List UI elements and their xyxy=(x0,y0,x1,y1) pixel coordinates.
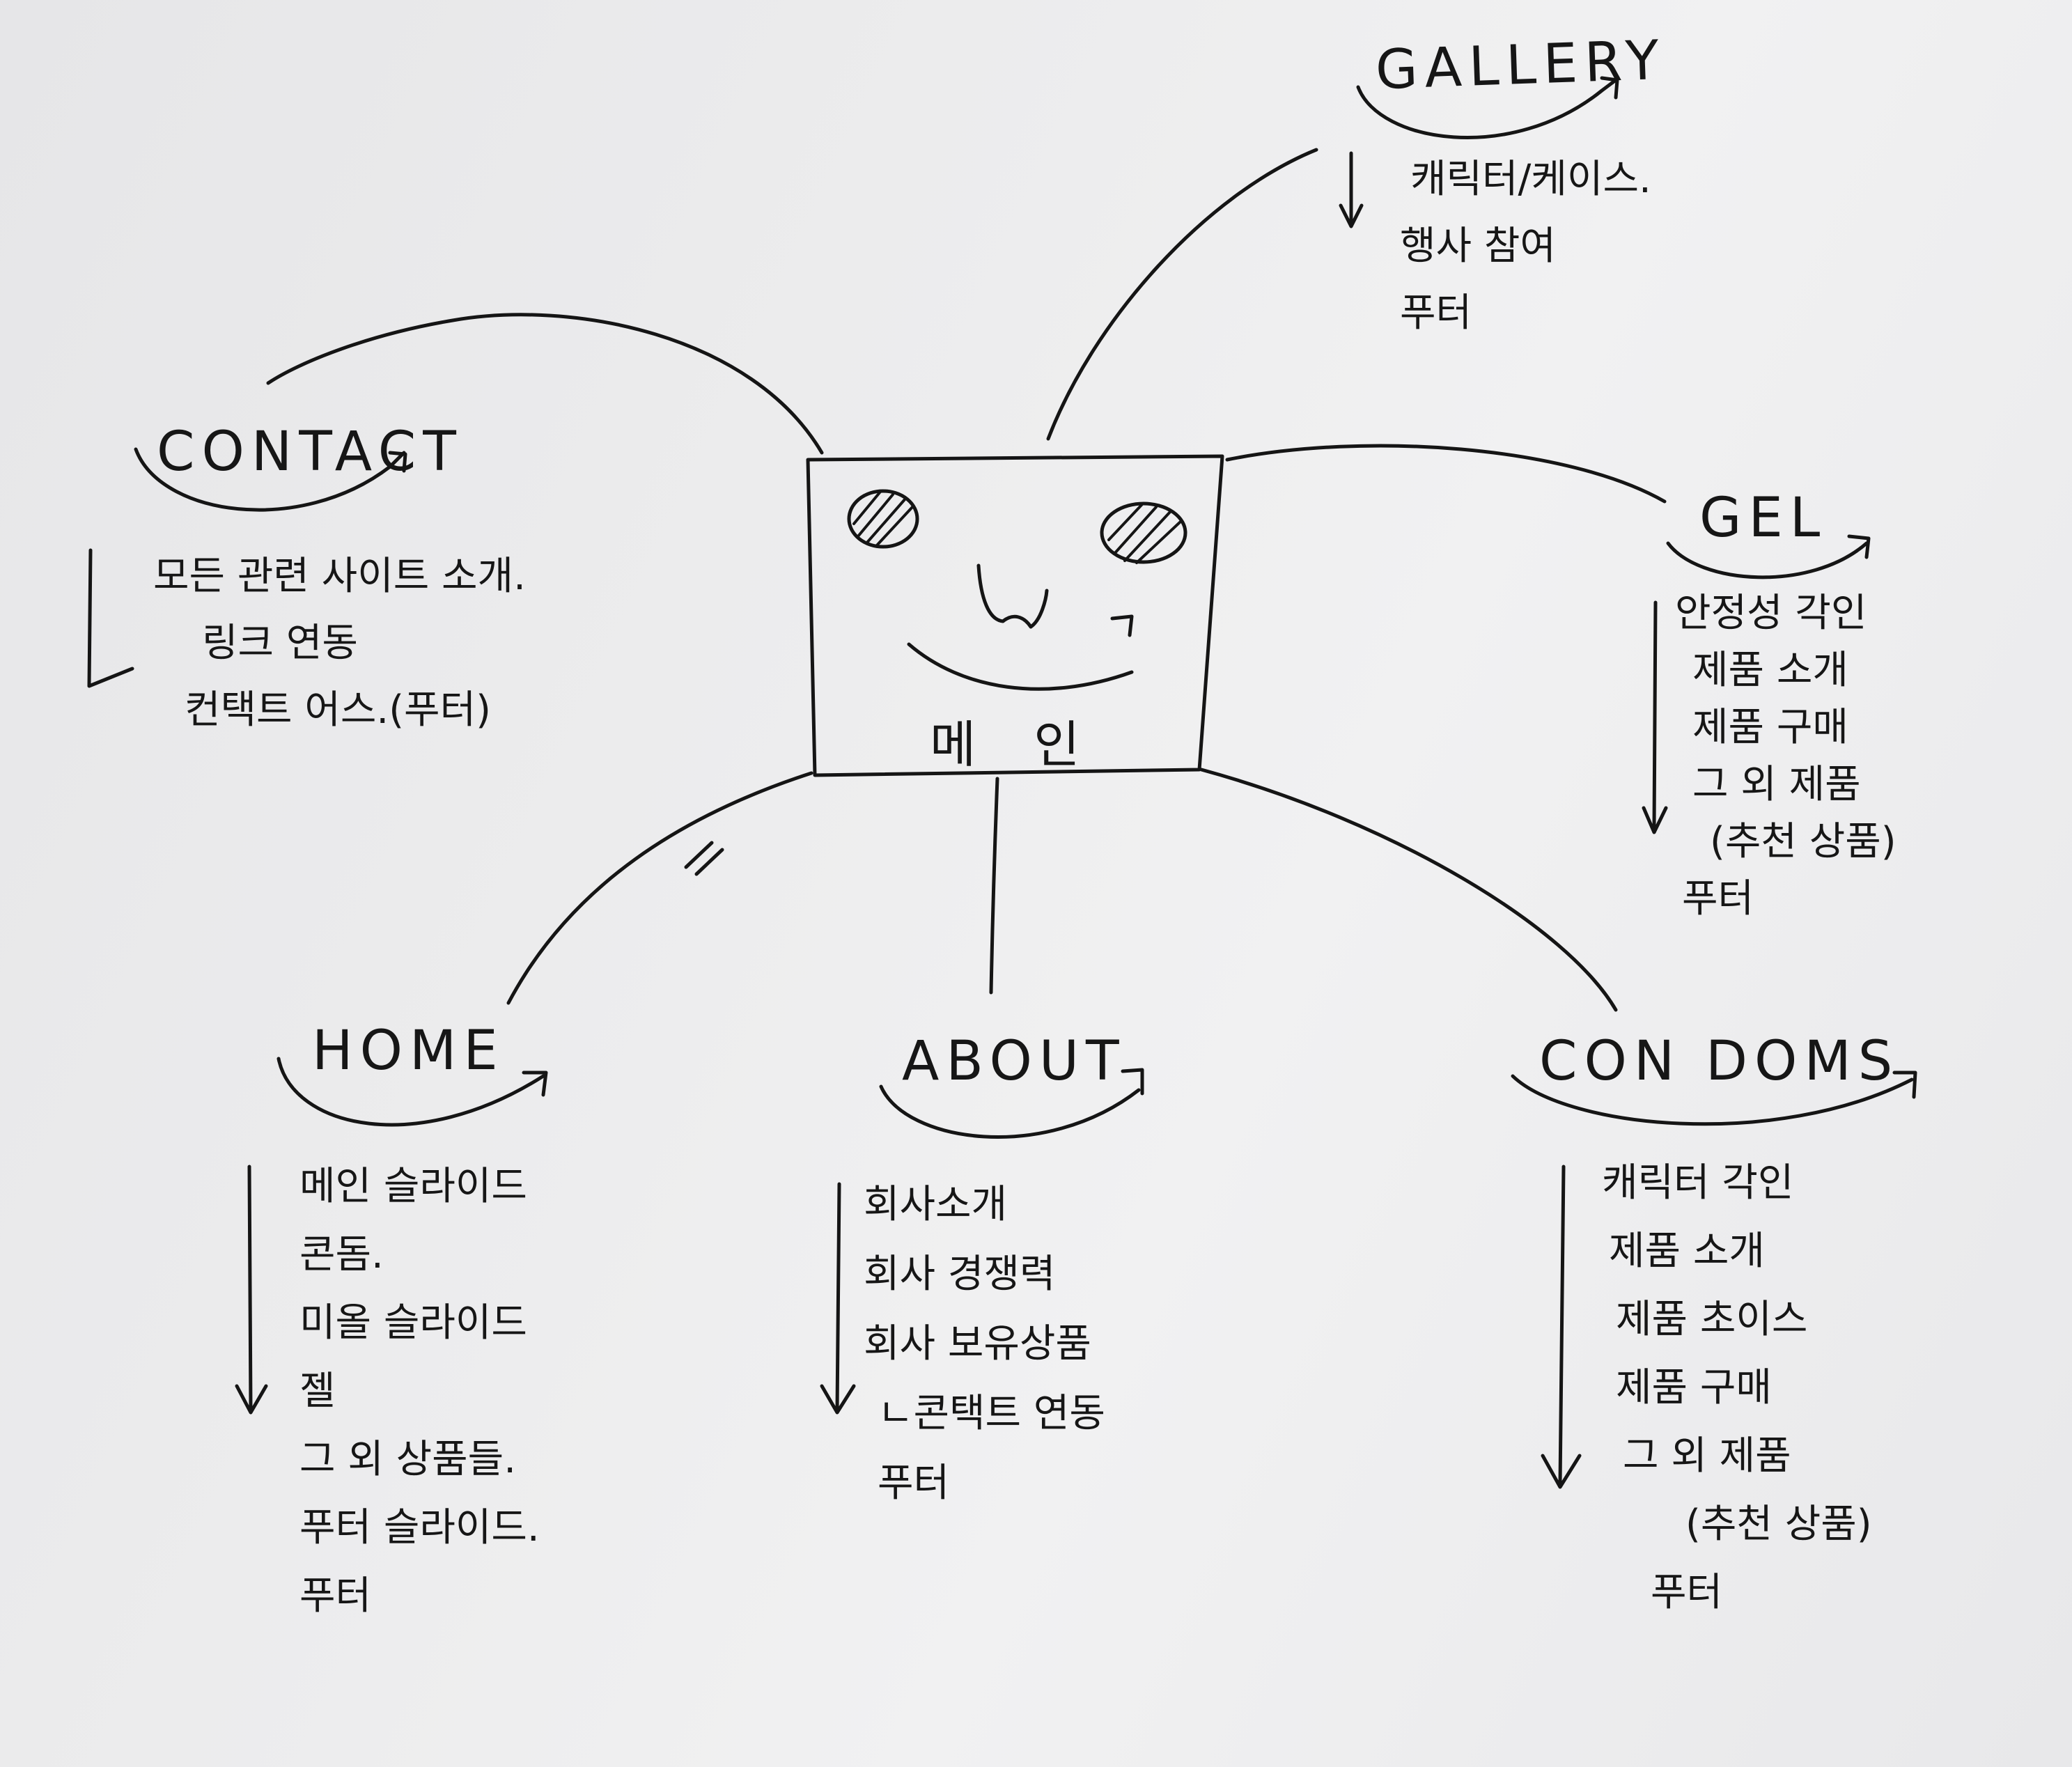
condoms-arc xyxy=(1511,1074,1914,1126)
line-to-contact xyxy=(266,313,824,455)
line-to-about xyxy=(989,777,999,995)
list-item: 안정성 각인 xyxy=(1675,591,1867,636)
list-item: 제품 구매 xyxy=(1616,1365,1772,1410)
gel-list: 안정성 각인 제품 소개 제품 구매 그 외 제품 (추천 상품) 푸터 xyxy=(1675,585,1896,928)
list-item: 젤 xyxy=(299,1369,336,1414)
list-item: 제품 구매 xyxy=(1692,705,1848,750)
list-item: 회사 보유상품 xyxy=(864,1321,1091,1367)
list-item: 푸터 슬라이드. xyxy=(299,1505,540,1550)
nose xyxy=(976,563,1049,629)
list-item: 콘돔. xyxy=(299,1232,384,1277)
list-item: 회사 경쟁력 xyxy=(864,1252,1056,1297)
list-item: 모든 관련 사이트 소개. xyxy=(153,554,526,599)
gallery-title: GALLERY xyxy=(1374,29,1667,102)
list-item: 그 외 제품 xyxy=(1623,1433,1791,1479)
line-to-gallery xyxy=(1046,148,1318,441)
list-item: 푸터 xyxy=(878,1461,950,1506)
list-item: 푸터 xyxy=(1400,290,1472,336)
list-item: (추천 상품) xyxy=(1685,1502,1872,1547)
list-item: 캐릭터/케이스. xyxy=(1410,157,1651,202)
line-to-home xyxy=(506,771,813,1005)
line-to-condoms xyxy=(1199,768,1618,1012)
list-item: ㄴ콘택트 연동 xyxy=(878,1391,1105,1436)
list-item: 그 외 제품 xyxy=(1692,762,1861,807)
gel-arc xyxy=(1666,541,1869,579)
center-box-outline xyxy=(806,454,1224,777)
smile xyxy=(907,642,1134,691)
list-item: 링크 연동 xyxy=(202,621,358,666)
home-arc xyxy=(276,1057,545,1127)
list-item: 회사소개 xyxy=(864,1182,1008,1227)
list-item: 제품 초이스 xyxy=(1616,1297,1808,1342)
list-item: 미올 슬라이드 xyxy=(299,1300,527,1346)
condoms-list: 캐릭터 각인 제품 소개 제품 초이스 제품 구매 그 외 제품 (추천 상품)… xyxy=(1602,1149,1872,1627)
gallery-list: 캐릭터/케이스. 행사 참여 푸터 xyxy=(1400,146,1651,347)
home-title: HOME xyxy=(312,1020,505,1082)
right-eye xyxy=(1100,501,1187,564)
list-item: 푸터 xyxy=(299,1573,372,1619)
contact-title: CONTACT xyxy=(157,421,463,483)
list-item: 행사 참여 xyxy=(1400,224,1556,269)
condoms-title: CON DOMS xyxy=(1539,1030,1900,1093)
list-item: 푸터 xyxy=(1682,876,1754,921)
gallery-arc xyxy=(1356,78,1618,139)
list-item: (추천 상품) xyxy=(1710,819,1896,864)
list-item: 메인 슬라이드 xyxy=(299,1164,527,1209)
contact-list: 모든 관련 사이트 소개. 링크 연동 컨택트 어스.(푸터) xyxy=(153,543,526,744)
list-item: 그 외 상품들. xyxy=(299,1437,517,1482)
line-to-gel xyxy=(1225,444,1667,504)
list-item: 제품 소개 xyxy=(1692,648,1848,693)
list-item: 컨택트 어스.(푸터) xyxy=(185,687,491,733)
list-item: 캐릭터 각인 xyxy=(1602,1160,1794,1206)
about-arc xyxy=(879,1084,1141,1139)
gel-title: GEL xyxy=(1699,487,1828,550)
home-list: 메인 슬라이드 콘돔. 미올 슬라이드 젤 그 외 상품들. 푸터 슬라이드. … xyxy=(299,1153,540,1630)
list-item: 제품 소개 xyxy=(1609,1229,1765,1274)
about-list: 회사소개 회사 경쟁력 회사 보유상품 ㄴ콘택트 연동 푸터 xyxy=(864,1170,1105,1518)
about-title: ABOUT xyxy=(902,1030,1126,1093)
left-eye xyxy=(847,489,919,549)
contact-arc xyxy=(134,447,406,512)
center-label: 메 인 xyxy=(930,715,1101,774)
list-item: 푸터 xyxy=(1651,1570,1723,1615)
